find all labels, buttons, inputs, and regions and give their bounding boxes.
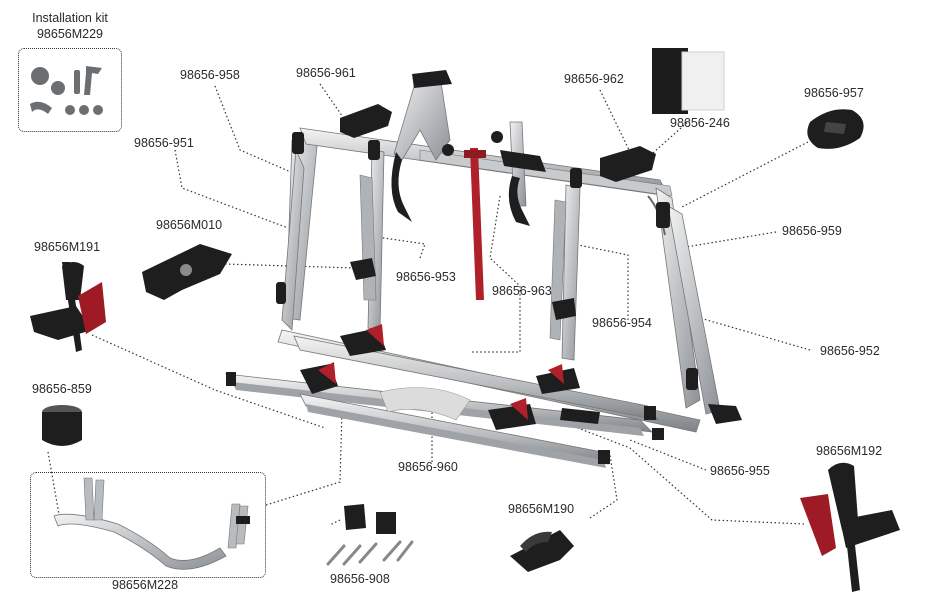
part-label-955: 98656-955 bbox=[710, 464, 770, 478]
bar-M228 bbox=[53, 477, 250, 570]
carrier-frame bbox=[224, 70, 742, 468]
installation-kit-icons bbox=[30, 66, 103, 115]
part-label-246: 98656-246 bbox=[670, 116, 730, 130]
wheel-holder-M191 bbox=[30, 262, 106, 352]
part-label-958: 98656-958 bbox=[180, 68, 240, 82]
part-label-960: 98656-960 bbox=[398, 460, 458, 474]
part-label-957: 98656-957 bbox=[804, 86, 864, 100]
pad-set-246 bbox=[652, 48, 725, 114]
part-label-954: 98656-954 bbox=[592, 316, 652, 330]
part-label-953: 98656-953 bbox=[396, 270, 456, 284]
installation-kit-title: Installation kit 98656M229 bbox=[30, 10, 110, 42]
part-label-961: 98656-961 bbox=[296, 66, 356, 80]
wheel-holder-M192 bbox=[800, 462, 900, 592]
part-label-M191: 98656M191 bbox=[34, 240, 101, 254]
part-label-908: 98656-908 bbox=[330, 572, 390, 586]
holder-M010 bbox=[142, 244, 232, 300]
cap-957 bbox=[807, 109, 864, 149]
hardware-908 bbox=[326, 504, 414, 566]
part-label-859: 98656-859 bbox=[32, 382, 92, 396]
part-label-959: 98656-959 bbox=[782, 224, 842, 238]
part-label-M192: 98656M192 bbox=[816, 444, 883, 458]
installation-kit-code: 98656M229 bbox=[36, 27, 104, 41]
cradle-M190 bbox=[510, 530, 574, 572]
part-label-962: 98656-962 bbox=[564, 72, 624, 86]
installation-kit-name: Installation kit bbox=[32, 11, 108, 25]
part-label-952: 98656-952 bbox=[820, 344, 880, 358]
wheel-holders bbox=[300, 258, 600, 430]
part-label-M228: 98656M228 bbox=[112, 578, 179, 592]
part-label-M190: 98656M190 bbox=[508, 502, 575, 516]
installation-kit-box bbox=[18, 48, 122, 132]
part-label-M010: 98656M010 bbox=[156, 218, 223, 232]
part-label-963: 98656-963 bbox=[492, 284, 552, 298]
bar-kit-box bbox=[30, 472, 266, 578]
part-label-951: 98656-951 bbox=[134, 136, 194, 150]
sleeve-859 bbox=[42, 405, 82, 446]
